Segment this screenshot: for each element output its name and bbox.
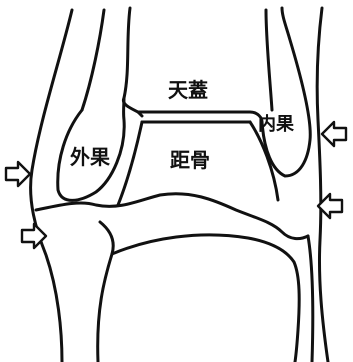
arrow-right-upper [322, 122, 346, 146]
outer-skin-outline [317, 8, 328, 362]
arrow-left-upper [6, 162, 30, 186]
label-lateral-malleolus: 外果 [70, 147, 110, 167]
label-talus: 距骨 [170, 150, 210, 170]
label-medial-malleolus: 内果 [258, 116, 294, 134]
label-tiangai: 天蓋 [168, 80, 208, 100]
foot-bones-outline [36, 194, 313, 362]
fibula-outline [31, 10, 104, 362]
